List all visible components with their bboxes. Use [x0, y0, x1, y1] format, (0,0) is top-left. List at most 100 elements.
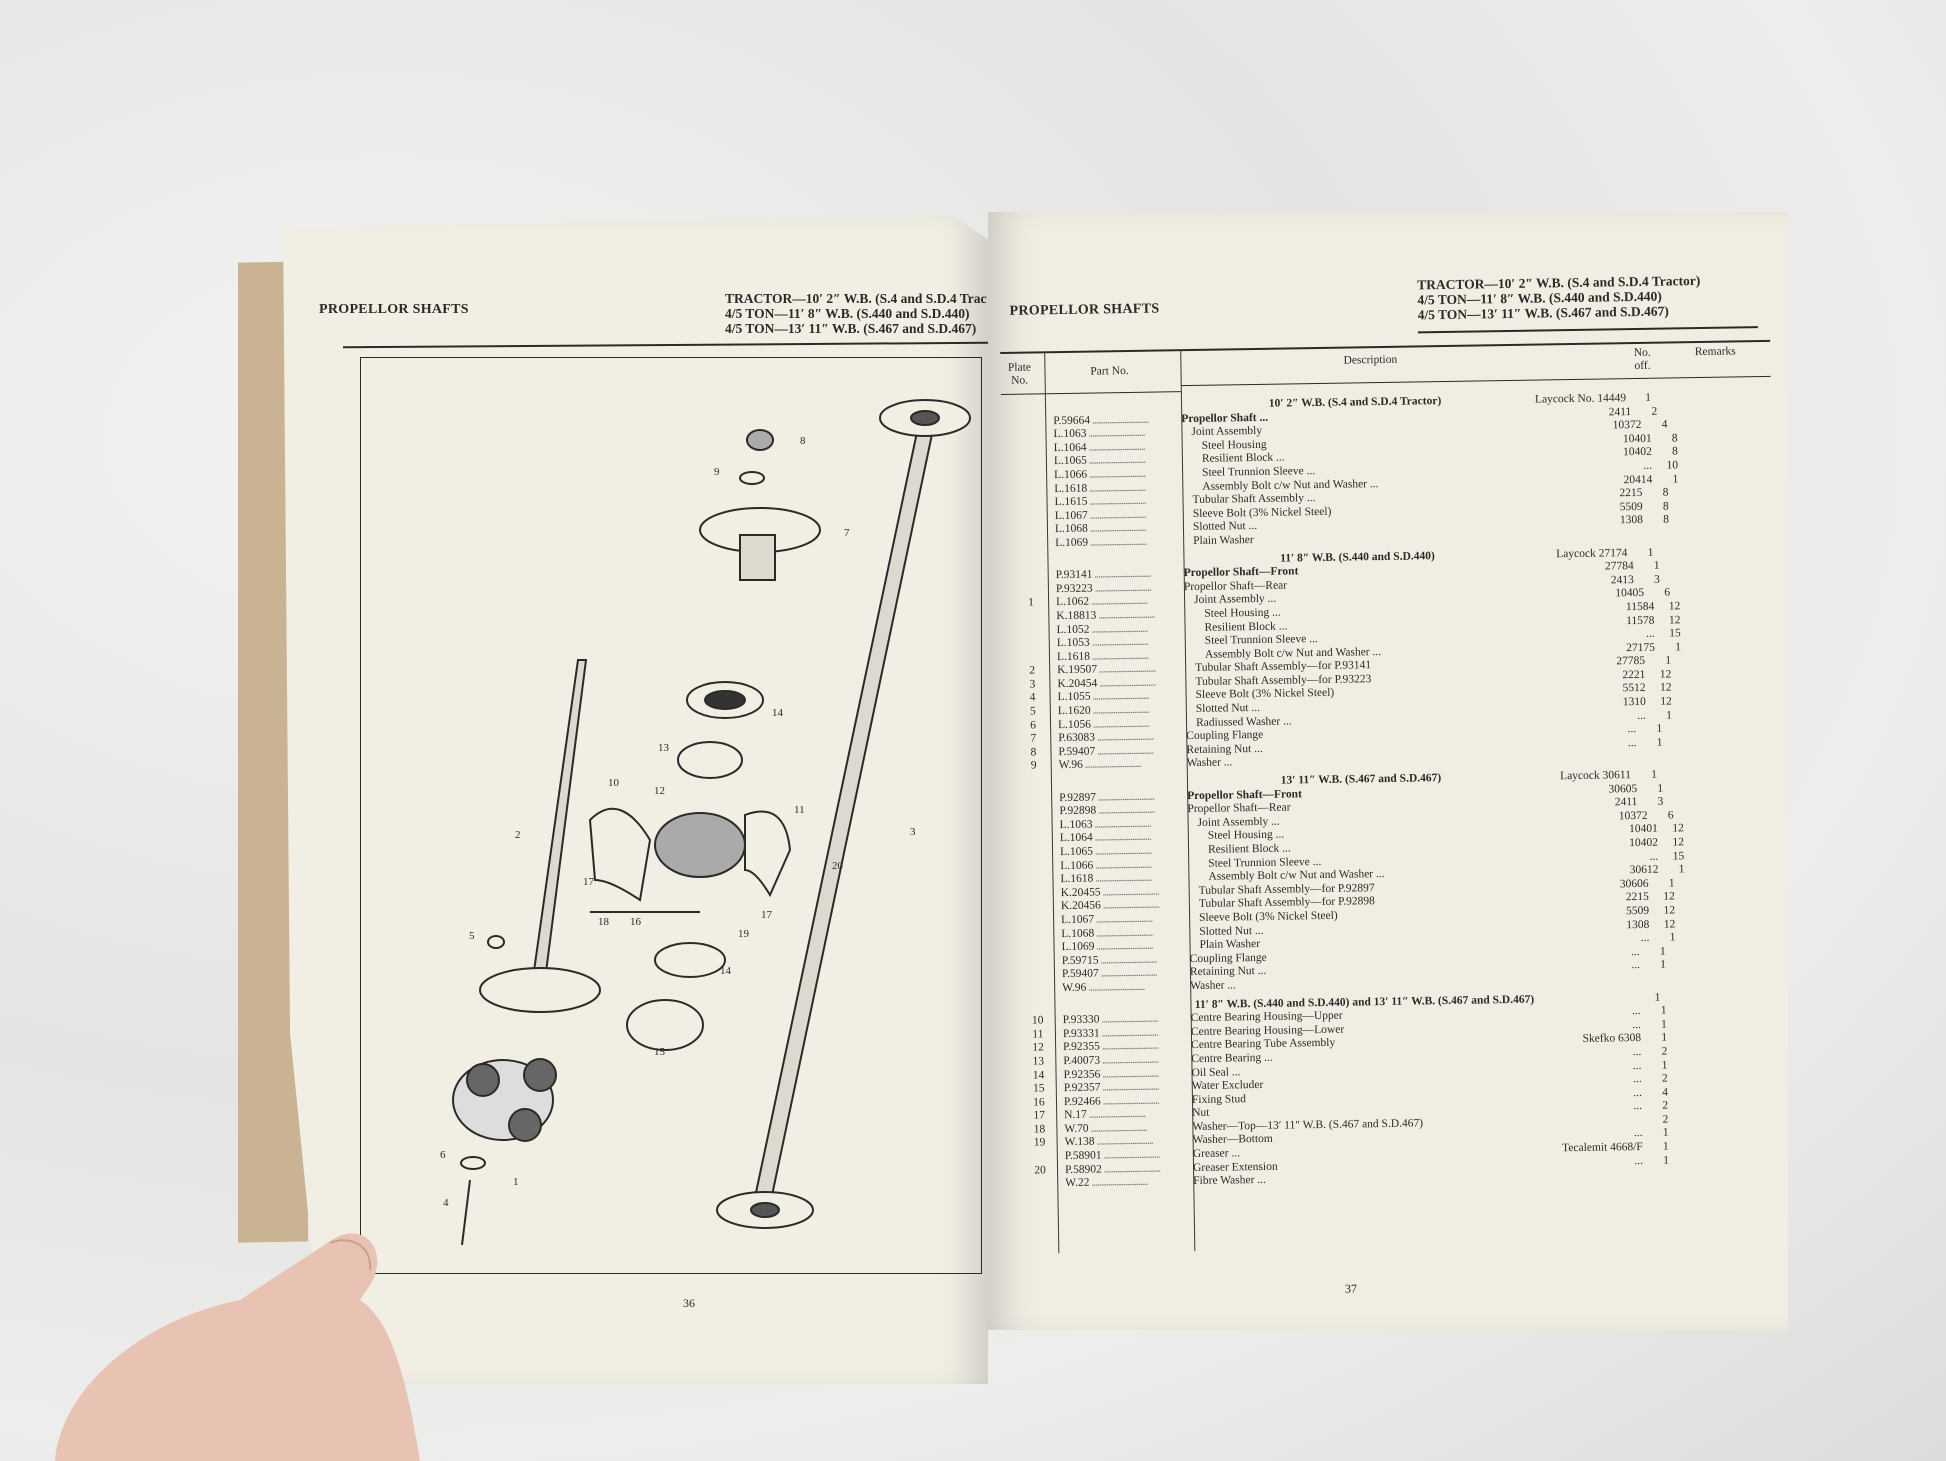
reference: 1308: [1619, 514, 1644, 527]
reference: ...: [1643, 459, 1653, 472]
plate-number: [1012, 483, 1046, 497]
leader-dots: ..............................: [1088, 595, 1148, 608]
reference: 30612: [1629, 863, 1659, 877]
header-under-rule: [1180, 375, 1771, 387]
leader-dots: ..............................: [1094, 730, 1154, 744]
leader-dots: ..............................: [1095, 744, 1154, 758]
page-number: 37: [1344, 1281, 1358, 1296]
quantity: [1637, 750, 1663, 764]
reference: 10402: [1623, 446, 1652, 459]
part-number-text: N.17: [1064, 1108, 1087, 1122]
model-line: 4/5 TON—13′ 11″ W.B. (S.467 and S.D.467): [725, 321, 977, 336]
quantity: 8: [1672, 445, 1678, 458]
part-number-text: W.70: [1064, 1122, 1089, 1135]
part-number-text: L.1066: [1054, 468, 1088, 482]
leader-dots: ..............................: [1097, 676, 1156, 690]
quantity: 6: [1667, 809, 1674, 822]
quantity: 1: [1675, 641, 1682, 654]
quantity: 1: [1653, 559, 1660, 572]
plate-cell: [1013, 556, 1047, 570]
diagram-frame: [360, 357, 982, 1274]
part-number-text: K.20454: [1057, 677, 1098, 690]
quantity: 1: [1659, 945, 1666, 958]
plate-number: [1023, 1150, 1057, 1164]
quantity: 12: [1672, 836, 1685, 849]
plate-number: 20: [1034, 1164, 1046, 1177]
part-number-text: P.59715: [1061, 954, 1099, 967]
quantity: 6: [1664, 586, 1671, 599]
leader-dots: ..............................: [1087, 522, 1147, 535]
quantity: 2: [1662, 1099, 1669, 1112]
plate-number: [1011, 415, 1045, 429]
part-number-text: L.1618: [1054, 482, 1088, 495]
leader-dots: ..............................: [1086, 440, 1145, 454]
part-number-text: P.93331: [1062, 1027, 1100, 1040]
leader-dots: ..............................: [1090, 703, 1149, 717]
leader-dots: ..............................: [1090, 690, 1149, 704]
part-number-text: L.1065: [1059, 845, 1094, 859]
qty-cell: 1: [1654, 991, 1661, 1004]
reference: 2413: [1610, 573, 1634, 587]
reference: 30606: [1619, 877, 1649, 891]
leader-dots: ..............................: [1098, 953, 1157, 967]
reference: ...: [1649, 850, 1659, 863]
reference: 2221: [1622, 668, 1646, 682]
qty-cell: 1: [1645, 391, 1652, 404]
leader-dots: ..............................: [1093, 871, 1152, 885]
plate-number: 6: [1030, 719, 1037, 732]
leader-dots: ..............................: [1092, 567, 1151, 581]
plate-number: [1019, 887, 1053, 901]
right-page-models: TRACTOR—10′ 2″ W.B. (S.4 and S.D.4 Tract…: [1417, 273, 1701, 322]
plate-number: 10: [1031, 1014, 1044, 1027]
quantity: 1: [1661, 1059, 1668, 1072]
plate-number: [1013, 524, 1047, 538]
reference: 20414: [1623, 473, 1653, 486]
reference-cell: Laycock 30611: [1560, 769, 1632, 783]
part-number-text: W.96: [1062, 981, 1087, 995]
part-number-text: P.93141: [1055, 568, 1093, 582]
quantity: 1: [1657, 782, 1664, 795]
plate-number: [1015, 651, 1049, 665]
plate-cell: [1017, 778, 1051, 792]
plate-number: [1019, 914, 1053, 928]
quantity: 12: [1668, 600, 1681, 613]
plate-number: [1014, 569, 1048, 583]
leader-dots: ..............................: [1088, 1121, 1147, 1135]
reference: ...: [1627, 736, 1637, 750]
plate-number: 16: [1033, 1096, 1045, 1109]
plate-number: [1017, 792, 1051, 806]
plate-number: 9: [1030, 759, 1037, 772]
plate-number: [1014, 610, 1048, 624]
reference: ...: [1634, 1154, 1644, 1167]
plate-cell: [1011, 401, 1045, 415]
leader-dots: ..............................: [1086, 1108, 1146, 1121]
part-number-text: L.1063: [1053, 427, 1087, 441]
quantity: 15: [1672, 849, 1685, 863]
reference: ...: [1633, 1100, 1643, 1113]
quantity: 8: [1663, 513, 1670, 526]
leader-dots: ..............................: [1096, 803, 1155, 817]
left-page-models: TRACTOR—10′ 2″ W.B. (S.4 and S.D.4 Tract…: [725, 291, 987, 336]
quantity: 12: [1660, 695, 1672, 708]
reference: 5509: [1625, 904, 1650, 918]
reference: [1547, 750, 1637, 765]
leader-dots: ..............................: [1082, 758, 1142, 772]
part-number-text: L.1055: [1057, 691, 1091, 704]
quantity: 8: [1662, 486, 1669, 499]
quantity: 1: [1665, 654, 1672, 667]
reference-cell: [1544, 992, 1634, 1007]
leader-dots: ..............................: [1088, 535, 1147, 549]
part-number-text: L.1069: [1061, 940, 1095, 954]
reference: 11578: [1626, 614, 1655, 627]
reference: 10401: [1628, 823, 1658, 836]
part-number-text: L.1066: [1060, 859, 1094, 872]
quantity: 12: [1668, 613, 1681, 627]
part-number-text: L.1053: [1056, 636, 1090, 650]
leader-dots: ..............................: [1087, 494, 1146, 508]
part-number-text: K.20456: [1060, 899, 1101, 913]
reference: ...: [1633, 1086, 1643, 1099]
quantity: [1643, 527, 1669, 541]
leader-dots: ..............................: [1086, 980, 1145, 994]
reference: ...: [1632, 1073, 1642, 1086]
part-number-text: L.1615: [1054, 495, 1088, 509]
